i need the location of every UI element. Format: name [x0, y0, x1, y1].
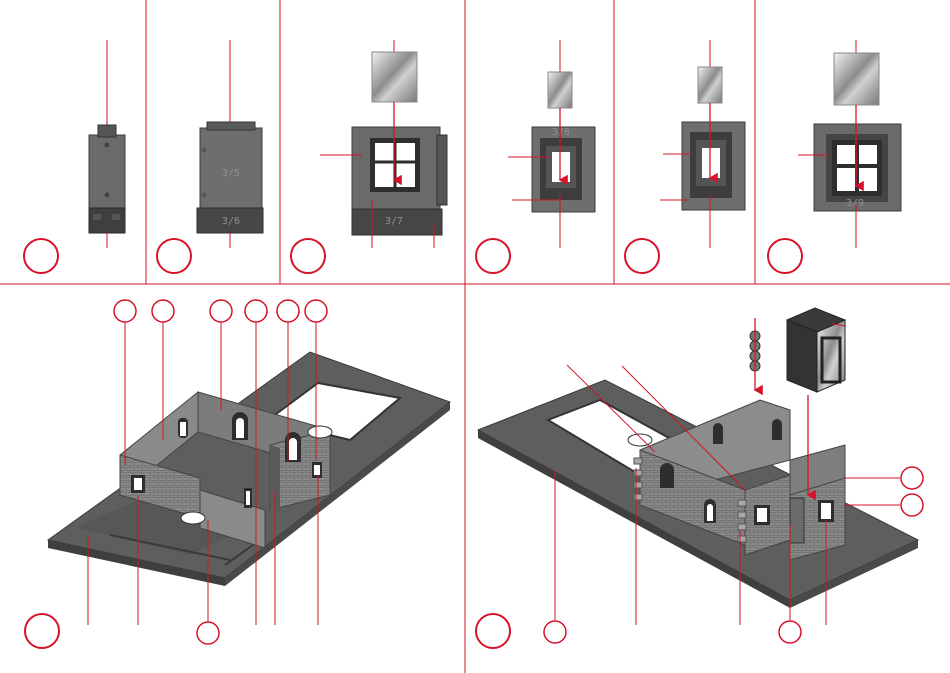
part-label: 3/9	[846, 198, 864, 209]
window-frame-piece	[682, 122, 745, 210]
step-panel-1	[24, 40, 125, 273]
step-marker-circle	[157, 239, 191, 273]
step-marker-circle	[476, 614, 510, 648]
part-label: 3/5	[222, 168, 240, 179]
arched-window	[660, 463, 674, 488]
arched-window	[772, 419, 782, 440]
arched-window	[713, 423, 723, 444]
step-marker-circle	[25, 614, 59, 648]
wall-piece-plain: 3/5 3/6	[197, 122, 263, 233]
wall-piece-with-window: 3/7	[352, 127, 447, 235]
part-markers-top	[114, 300, 327, 322]
glass-pane	[372, 52, 417, 102]
floor-hole	[628, 434, 652, 446]
step-panel-4: 3/8	[476, 40, 595, 273]
floor-hole	[181, 512, 205, 524]
step-marker-circle	[476, 239, 510, 273]
step-marker-circle	[24, 239, 58, 273]
step-marker-circle	[768, 239, 802, 273]
step-panel-6: 3/9	[768, 40, 901, 273]
glass-pane	[548, 72, 572, 108]
door	[790, 498, 804, 543]
floor-hole	[308, 426, 332, 438]
lantern-box-part	[787, 308, 845, 392]
glass-pane	[698, 67, 722, 103]
part-marker-circle	[197, 622, 219, 644]
step-panel-3: 3/7	[291, 40, 447, 273]
part-marker-circle	[305, 300, 327, 322]
wall-piece-narrow	[89, 125, 125, 233]
part-label: 3/7	[385, 216, 403, 227]
part-marker-circle	[210, 300, 232, 322]
part-marker-circle	[114, 300, 136, 322]
window-frame-piece: 3/8	[532, 127, 595, 212]
part-label: 3/6	[222, 216, 240, 227]
part-marker-circle	[779, 621, 801, 643]
step-marker-circle	[291, 239, 325, 273]
part-marker-circle	[544, 621, 566, 643]
part-marker-circle	[245, 300, 267, 322]
part-label: 3/8	[552, 127, 570, 138]
part-marker-circle	[277, 300, 299, 322]
part-marker-circle	[152, 300, 174, 322]
step-panel-8	[476, 308, 923, 648]
baseplate	[48, 352, 450, 586]
step-panel-7	[25, 300, 450, 648]
glass-pane	[834, 53, 879, 105]
part-marker-circle	[901, 494, 923, 516]
part-marker-circle	[901, 467, 923, 489]
window-frame-piece: 3/9	[814, 124, 901, 211]
step-panel-2: 3/5 3/6	[157, 40, 263, 273]
step-panel-5	[625, 40, 745, 273]
step-marker-circle	[625, 239, 659, 273]
